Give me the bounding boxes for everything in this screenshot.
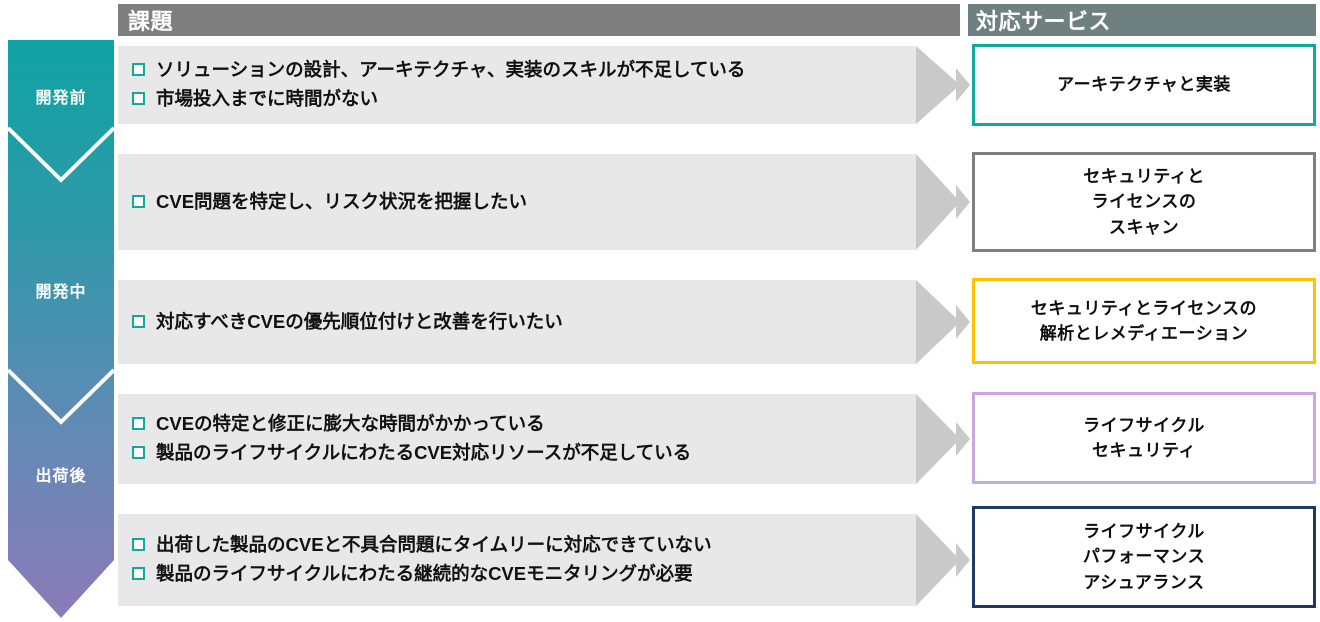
challenge-item-text: ソリューションの設計、アーキテクチャ、実装のスキルが不足している	[156, 59, 746, 81]
challenge-item-text: CVE問題を特定し、リスク状況を把握したい	[156, 190, 528, 212]
service-box-label: セキュリティとライセンスの解析とレメディエーション	[1031, 296, 1257, 347]
timeline-arrow-shape	[8, 40, 114, 618]
challenge-band-shape	[118, 394, 960, 484]
challenge-item: ソリューションの設計、アーキテクチャ、実装のスキルが不足している	[132, 56, 960, 85]
service-box[interactable]: ライフサイクルセキュリティ	[972, 392, 1316, 484]
column-header-service: 対応サービス	[968, 4, 1316, 36]
challenge-item: 対応すべきCVEの優先順位付けと改善を行いたい	[132, 308, 960, 337]
connector-arrow-icon	[956, 305, 970, 339]
checkbox-icon	[132, 417, 145, 431]
challenge-item: 製品のライフサイクルにわたる継続的なCVEモニタリングが必要	[132, 560, 960, 589]
column-header-challenge-label: 課題	[128, 9, 174, 34]
service-box-line: セキュリティとライセンスの	[1030, 298, 1258, 318]
service-box-line: ライフサイクル	[1083, 521, 1205, 541]
timeline-phase-label-pre-dev: 開発前	[35, 90, 87, 107]
challenge-band: ソリューションの設計、アーキテクチャ、実装のスキルが不足している市場投入までに時…	[118, 46, 960, 124]
service-box-line: パフォーマンス	[1082, 547, 1206, 567]
checkbox-icon	[132, 194, 145, 208]
challenge-item-text: 製品のライフサイクルにわたる継続的なCVEモニタリングが必要	[156, 563, 693, 584]
service-box[interactable]: ライフサイクルパフォーマンスアシュアランス	[972, 506, 1316, 608]
challenge-item-list: ソリューションの設計、アーキテクチャ、実装のスキルが不足している市場投入までに時…	[118, 56, 960, 113]
service-box-line: ライセンスの	[1091, 192, 1197, 212]
checkbox-icon	[132, 314, 145, 328]
checkbox-icon	[132, 63, 145, 77]
service-box-label: ライフサイクルセキュリティ	[1083, 413, 1205, 464]
service-box-label: アーキテクチャと実装	[1057, 72, 1231, 98]
service-box-line: スキャン	[1108, 217, 1179, 237]
service-box-label: ライフサイクルパフォーマンスアシュアランス	[1083, 519, 1205, 596]
service-box-line: セキュリティと	[1083, 166, 1205, 186]
challenge-item-text: 製品のライフサイクルにわたるCVE対応リソースが不足している	[156, 442, 692, 463]
checkbox-icon	[132, 92, 145, 105]
challenge-item: CVEの特定と修正に膨大な時間がかかっている	[132, 410, 960, 439]
challenge-item: CVE問題を特定し、リスク状況を把握したい	[132, 188, 960, 217]
service-box[interactable]: アーキテクチャと実装	[972, 44, 1316, 126]
challenge-item: 製品のライフサイクルにわたるCVE対応リソースが不足している	[132, 439, 960, 468]
connector-arrow-icon	[956, 422, 970, 456]
challenge-band: 出荷した製品のCVEと不具合問題にタイムリーに対応できていない製品のライフサイク…	[118, 514, 960, 606]
challenge-item-text: 出荷した製品のCVEと不具合問題にタイムリーに対応できていない	[156, 534, 712, 556]
challenge-band: 対応すべきCVEの優先順位付けと改善を行いたい	[118, 280, 960, 364]
service-box-line: セキュリティ	[1092, 441, 1196, 460]
checkbox-icon	[132, 538, 145, 552]
connector-arrow-icon	[956, 543, 970, 577]
challenge-item-text: 市場投入までに時間がない	[156, 88, 379, 109]
challenge-item: 出荷した製品のCVEと不具合問題にタイムリーに対応できていない	[132, 531, 960, 560]
service-box-line: アシュアランス	[1083, 572, 1205, 592]
service-box[interactable]: セキュリティとライセンスのスキャン	[972, 152, 1316, 252]
challenge-band-shape	[118, 280, 960, 364]
connector-arrow-icon	[956, 68, 970, 102]
challenge-item-list: CVE問題を特定し、リスク状況を把握したい	[118, 188, 960, 217]
challenge-item-list: CVEの特定と修正に膨大な時間がかかっている製品のライフサイクルにわたるCVE対…	[118, 410, 960, 467]
challenge-item-text: 対応すべきCVEの優先順位付けと改善を行いたい	[156, 310, 563, 332]
service-box[interactable]: セキュリティとライセンスの解析とレメディエーション	[972, 278, 1316, 364]
service-box-line: ライフサイクル	[1083, 415, 1205, 435]
service-box-line: 解析とレメディエーション	[1039, 324, 1249, 343]
challenge-item-list: 対応すべきCVEの優先順位付けと改善を行いたい	[118, 308, 960, 337]
challenge-band-shape	[118, 514, 960, 606]
checkbox-icon	[132, 567, 145, 580]
challenge-band: CVE問題を特定し、リスク状況を把握したい	[118, 154, 960, 250]
challenge-item-text: CVEの特定と修正に膨大な時間がかかっている	[156, 413, 545, 435]
timeline-phase-label-post-ship: 出荷後	[35, 468, 87, 485]
column-header-challenge: 課題	[118, 4, 960, 36]
column-header-service-label: 対応サービス	[976, 9, 1112, 34]
service-box-label: セキュリティとライセンスのスキャン	[1083, 164, 1204, 241]
challenge-band-shape	[118, 154, 960, 250]
lifecycle-timeline-arrow: 開発前 開発中 出荷後	[8, 40, 114, 618]
checkbox-icon	[132, 446, 145, 459]
challenge-item-list: 出荷した製品のCVEと不具合問題にタイムリーに対応できていない製品のライフサイク…	[118, 531, 960, 588]
timeline-phase-label-in-dev: 開発中	[35, 284, 87, 301]
challenge-band: CVEの特定と修正に膨大な時間がかかっている製品のライフサイクルにわたるCVE対…	[118, 394, 960, 484]
challenge-band-shape	[118, 46, 960, 124]
service-box-line: アーキテクチャと実装	[1057, 75, 1231, 95]
connector-arrow-icon	[956, 185, 970, 219]
challenge-item: 市場投入までに時間がない	[132, 85, 960, 114]
